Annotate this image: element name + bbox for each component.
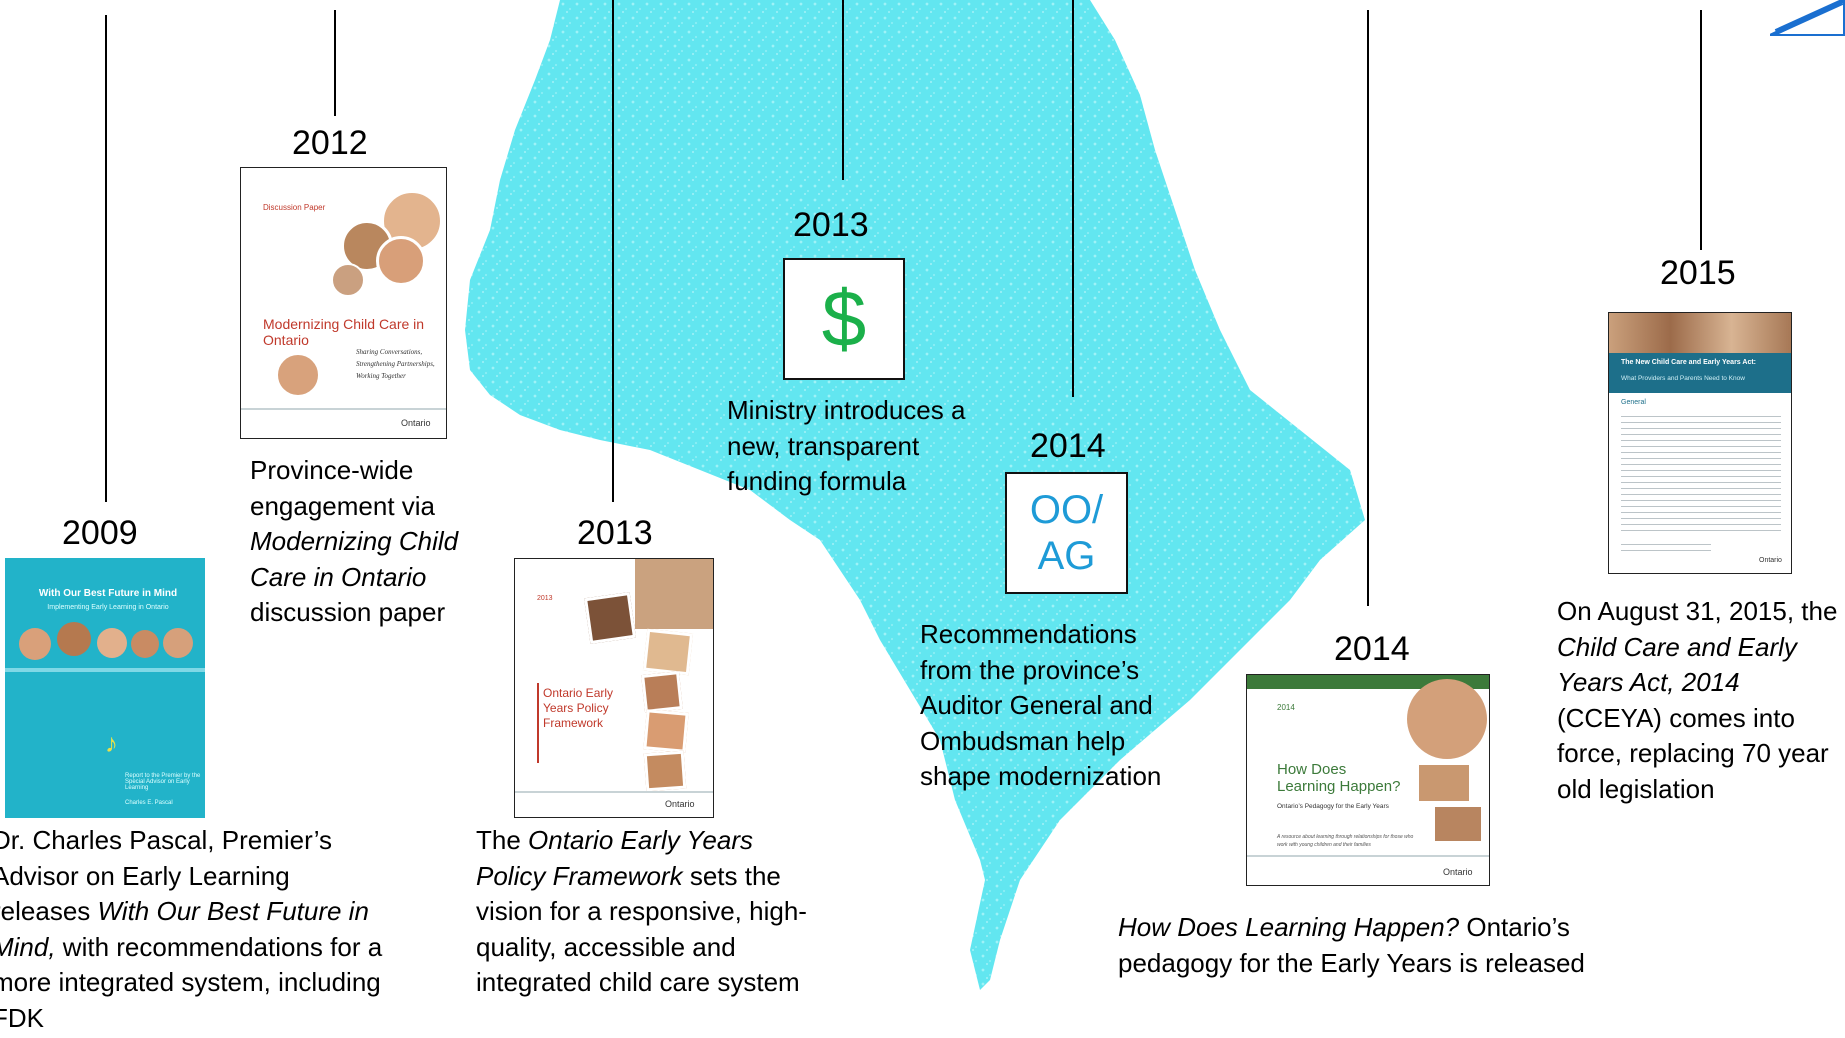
cover-drawing-icon: ♪ [105,728,118,758]
ontario-logo: Ontario [665,799,695,809]
caption-run: On August 31, 2015, the [1557,596,1838,626]
cover-photo [643,709,689,753]
caption-italic-run: With Our Best Future in Mind, [0,896,369,962]
timeline-connector-2009 [105,15,107,502]
year-label-2015: 2015 [1660,254,1736,292]
cover-tag: 2013 [537,595,553,602]
caption-run: sets the vision for a responsive, high-q… [476,860,807,998]
timeline-connector-2012 [334,10,336,116]
cover-blurb: A resource about learning through relati… [1277,834,1414,848]
caption-run: The [476,825,529,855]
timeline-connector-2013-framework [612,0,614,502]
caption-run: Province-wide engagement via [250,455,436,521]
caption-run: discussion paper [250,597,446,627]
cover-title: How Does Learning Happen? [1277,761,1401,795]
year-label-2013-framework: 2013 [577,514,653,552]
caption-2012: Province-wide engagement via Modernizing… [250,453,500,631]
cover-title: Ontario Early Years Policy Framework [543,686,614,730]
cover-photo [635,559,713,629]
cover-modernizing-child-care: Discussion Paper Modernizing Child Care … [240,167,447,439]
cover-early-years-policy-framework: 2013 Ontario Early Years Policy Framewor… [514,558,714,818]
caption-run: Dr. Charles Pascal, Premier’s Advisor on… [0,825,333,926]
ombudsman-auditor-icon: OO/ AG [1005,472,1128,594]
caption-2013-framework: The Ontario Early Years Policy Framework… [476,823,826,1001]
caption-italic-run: How Does Learning Happen? [1118,912,1460,942]
divider [241,408,446,410]
caption-italic-run: Ontario Early Years Policy Framework [476,825,753,891]
cover-photo [1433,805,1483,843]
cover-tag: Discussion Paper [263,203,326,212]
cover-footer: Report to the Premier by the Special Adv… [125,773,201,791]
child-photo [163,628,193,658]
timeline-connector-2014-ooag [1072,0,1074,397]
year-label-2014-ooag: 2014 [1030,427,1106,465]
caption-italic-run: Modernizing Child Care in Ontario [250,526,459,592]
cover-photo-strip [1609,313,1791,353]
child-photo [1407,679,1487,759]
corner-arrow-icon [1770,0,1845,36]
ontario-logo: Ontario [1759,557,1782,564]
divider [515,791,713,793]
child-photo [276,353,320,397]
ontario-map-shape [465,0,1365,990]
cover-photo [641,671,683,713]
cover-how-does-learning-happen: 2014 How Does Learning Happen? Ontario’s… [1246,674,1490,886]
child-photo [376,236,426,286]
child-photo [19,628,51,660]
cover-cceya: The New Child Care and Early Years Act: … [1608,312,1792,574]
cover-title: With Our Best Future in Mind [38,588,178,599]
cover-with-our-best-future: With Our Best Future in Mind Implementin… [5,558,205,818]
ontario-logo: Ontario [401,418,431,428]
ooag-text: OO/ AG [1029,488,1104,578]
year-label-2012: 2012 [292,124,368,162]
child-photo [57,622,91,656]
cover-header: The New Child Care and Early Years Act: … [1609,353,1791,393]
dollar-symbol: $ [821,274,867,363]
ontario-logo: Ontario [1443,867,1473,877]
caption-run: (CCEYA) comes into force, replacing 70 y… [1557,702,1829,804]
caption-run: Recommendations from the province’s Audi… [920,619,1162,791]
year-label-2009: 2009 [62,514,138,552]
cover-photo [642,628,694,676]
cover-subtitle: Implementing Early Learning in Ontario [47,604,169,611]
child-photo [97,628,127,658]
timeline-connector-2015 [1700,10,1702,250]
cover-textlines [1621,539,1711,551]
cover-photo [584,592,636,644]
divider [1247,855,1489,857]
caption-2014-ooag: Recommendations from the province’s Audi… [920,617,1190,795]
accent-bar [537,683,539,763]
timeline-connector-2013-funding [842,0,844,180]
cover-photo [643,750,687,792]
cover-subtitle: Ontario’s Pedagogy for the Early Years [1277,803,1389,810]
year-label-2014-hdlh: 2014 [1334,630,1410,668]
cover-tag: 2014 [1277,703,1295,712]
band [5,668,205,672]
cover-photo [1417,763,1471,803]
dollar-icon: $ [783,258,905,380]
cover-textlines [1621,411,1781,531]
cover-section: General [1621,399,1646,406]
caption-2009: Dr. Charles Pascal, Premier’s Advisor on… [0,823,392,1036]
cover-subtitle: Sharing Conversations, Strengthening Par… [356,348,435,380]
cover-title: The New Child Care and Early Years Act: [1621,359,1756,366]
cover-author: Charles E. Pascal [125,800,173,806]
caption-run: with recommendations for a more integrat… [0,931,383,1033]
caption-2015: On August 31, 2015, the Child Care and E… [1557,594,1845,807]
caption-2014-hdlh: How Does Learning Happen? Ontario’s peda… [1118,910,1678,981]
timeline-connector-2014-hdlh [1367,10,1369,606]
year-label-2013-funding: 2013 [793,206,869,244]
caption-italic-run: Child Care and Early Years Act, 2014 [1557,631,1797,698]
caption-run: Ministry introduces a new, transparent f… [727,395,966,496]
caption-run: Ontario’s pedagogy for the Early Years i… [1118,912,1585,978]
caption-2013-funding: Ministry introduces a new, transparent f… [727,393,977,500]
cover-subtitle: What Providers and Parents Need to Know [1621,375,1745,382]
cover-title: Modernizing Child Care in Ontario [263,316,425,348]
child-photo [331,263,365,297]
child-photo [131,630,159,658]
